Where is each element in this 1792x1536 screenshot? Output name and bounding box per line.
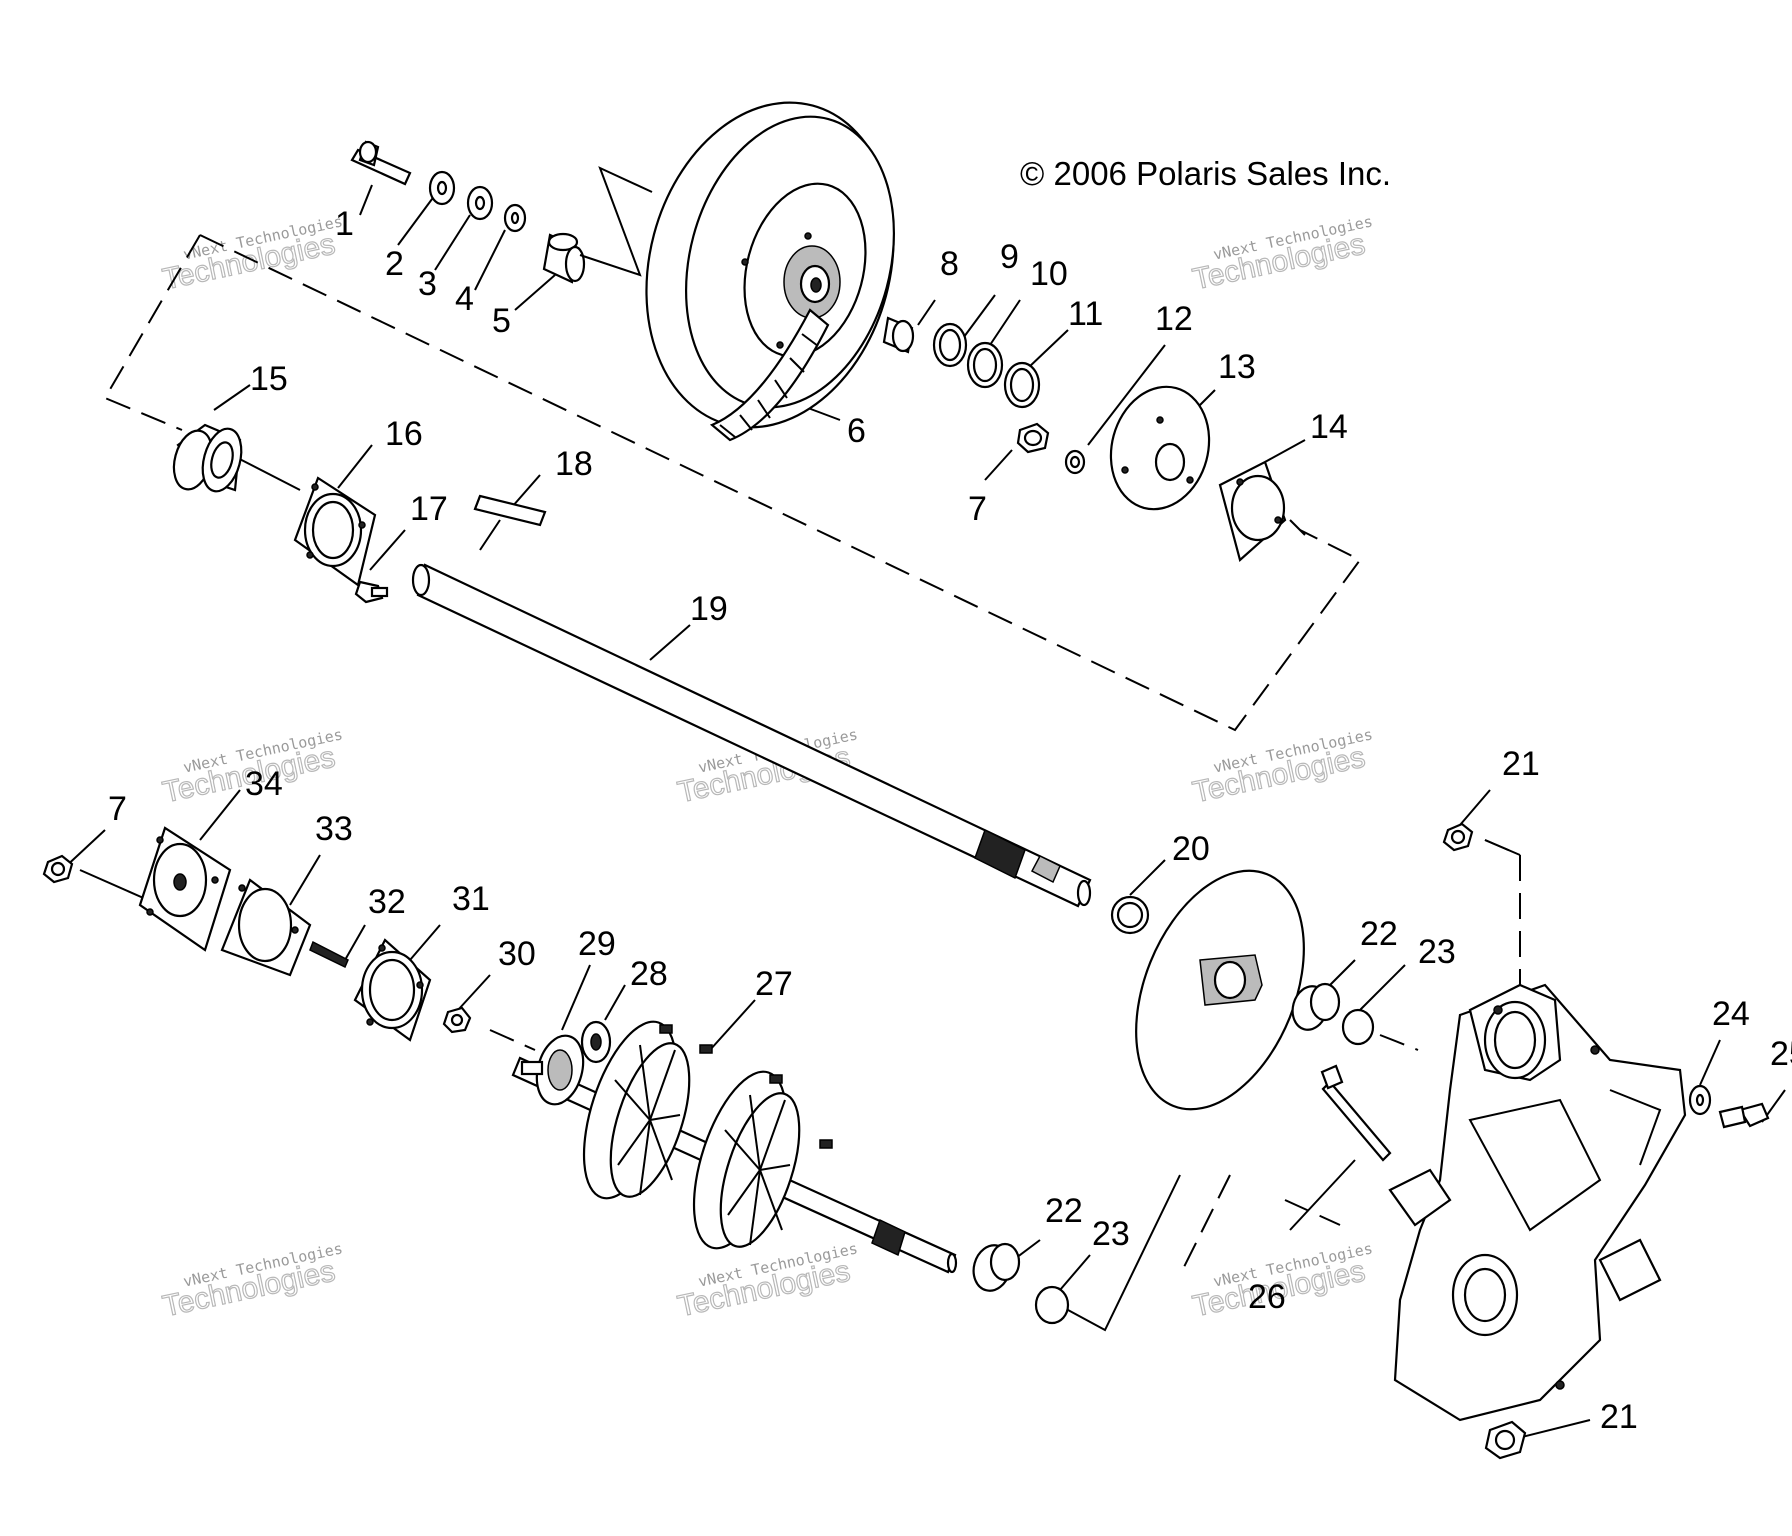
seal-part-9 bbox=[932, 322, 968, 368]
callout-26: 26 bbox=[1248, 1278, 1286, 1316]
flange-part-34 bbox=[138, 826, 232, 952]
callout-19: 19 bbox=[690, 590, 728, 628]
callout-13: 13 bbox=[1218, 348, 1256, 386]
seal-part-10 bbox=[966, 341, 1004, 389]
callout-29: 29 bbox=[578, 925, 616, 963]
seal-part-11 bbox=[1003, 361, 1041, 409]
seal-part-23-upper bbox=[1341, 1008, 1375, 1046]
callout-20: 20 bbox=[1172, 830, 1210, 868]
washer-part-4 bbox=[503, 203, 527, 233]
drive-shaft-part-19 bbox=[411, 563, 1092, 908]
bolt-part-25 bbox=[1718, 1102, 1770, 1129]
washer-part-2 bbox=[428, 170, 456, 206]
callout-17: 17 bbox=[410, 490, 448, 528]
flange-part-31 bbox=[353, 938, 432, 1042]
callout-27: 27 bbox=[755, 965, 793, 1003]
spring-part-32 bbox=[309, 940, 349, 969]
callout-10: 10 bbox=[1030, 255, 1068, 293]
gasket-part-33 bbox=[220, 878, 312, 977]
nut-part-30 bbox=[442, 1006, 472, 1034]
nut-part-21-lower bbox=[1484, 1420, 1527, 1460]
callout-16: 16 bbox=[385, 415, 423, 453]
callout-3: 3 bbox=[418, 265, 437, 303]
callout-23-upper: 23 bbox=[1418, 933, 1456, 971]
plate-part-13 bbox=[1109, 385, 1211, 511]
callout-23-lower: 23 bbox=[1092, 1215, 1130, 1253]
seal-part-23-lower bbox=[1034, 1285, 1070, 1325]
callout-labels: 1 2 3 4 5 6 7 8 9 10 11 12 13 14 15 16 1… bbox=[108, 205, 1792, 1436]
washer-part-12 bbox=[1064, 449, 1086, 475]
callout-1: 1 bbox=[335, 205, 354, 243]
callout-34: 34 bbox=[245, 765, 283, 803]
bearing-part-29 bbox=[520, 1034, 585, 1106]
drive-shaft-assembly-part-27 bbox=[511, 1020, 958, 1274]
callout-31: 31 bbox=[452, 880, 490, 918]
spacer-part-5 bbox=[542, 232, 586, 284]
washer-part-3 bbox=[466, 185, 494, 221]
bearing-part-15 bbox=[172, 423, 243, 493]
washer-part-24 bbox=[1688, 1084, 1712, 1116]
key-part-18 bbox=[473, 494, 547, 527]
callout-6: 6 bbox=[847, 412, 866, 450]
bushing-part-8 bbox=[882, 316, 915, 354]
callout-15: 15 bbox=[250, 360, 288, 398]
callout-11: 11 bbox=[1068, 295, 1103, 333]
sprocket-part-28 bbox=[580, 1020, 612, 1064]
callout-7-upper: 7 bbox=[968, 490, 987, 528]
callout-18: 18 bbox=[555, 445, 593, 483]
callout-32: 32 bbox=[368, 883, 406, 921]
callout-33: 33 bbox=[315, 810, 353, 848]
callout-24: 24 bbox=[1712, 995, 1750, 1033]
callout-22-upper: 22 bbox=[1360, 915, 1398, 953]
bearing-part-22-upper bbox=[1291, 982, 1341, 1031]
callout-7-lower: 7 bbox=[108, 790, 127, 828]
callout-9: 9 bbox=[1000, 238, 1019, 276]
callout-4: 4 bbox=[455, 280, 474, 318]
callout-8: 8 bbox=[940, 245, 959, 283]
flange-part-16 bbox=[293, 476, 377, 587]
callout-22-lower: 22 bbox=[1045, 1192, 1083, 1230]
callout-14: 14 bbox=[1310, 408, 1348, 446]
retaining-ring-part-20 bbox=[1110, 895, 1150, 935]
bolt-part-1 bbox=[350, 140, 412, 186]
bolt-part-26 bbox=[1320, 1064, 1392, 1162]
bolt-part-17 bbox=[354, 580, 389, 604]
sprocket-wheel-part-6 bbox=[645, 101, 896, 442]
brake-disc bbox=[1135, 869, 1305, 1111]
copyright-notice: © 2006 Polaris Sales Inc. bbox=[1020, 155, 1391, 192]
bearing-part-22-lower bbox=[972, 1242, 1021, 1292]
nut-part-7-upper bbox=[1016, 422, 1050, 454]
nut-part-21-upper bbox=[1442, 822, 1474, 852]
callout-28: 28 bbox=[630, 955, 668, 993]
flange-part-14 bbox=[1218, 460, 1287, 563]
callout-25: 25 bbox=[1770, 1035, 1792, 1073]
callout-30: 30 bbox=[498, 935, 536, 973]
callout-12: 12 bbox=[1155, 300, 1193, 338]
chaincase-housing bbox=[1388, 983, 1687, 1422]
callout-2: 2 bbox=[385, 245, 404, 283]
callout-21-upper: 21 bbox=[1502, 745, 1540, 783]
nut-part-7-lower bbox=[42, 854, 74, 884]
callout-21-lower: 21 bbox=[1600, 1398, 1638, 1436]
callout-5: 5 bbox=[492, 302, 511, 340]
